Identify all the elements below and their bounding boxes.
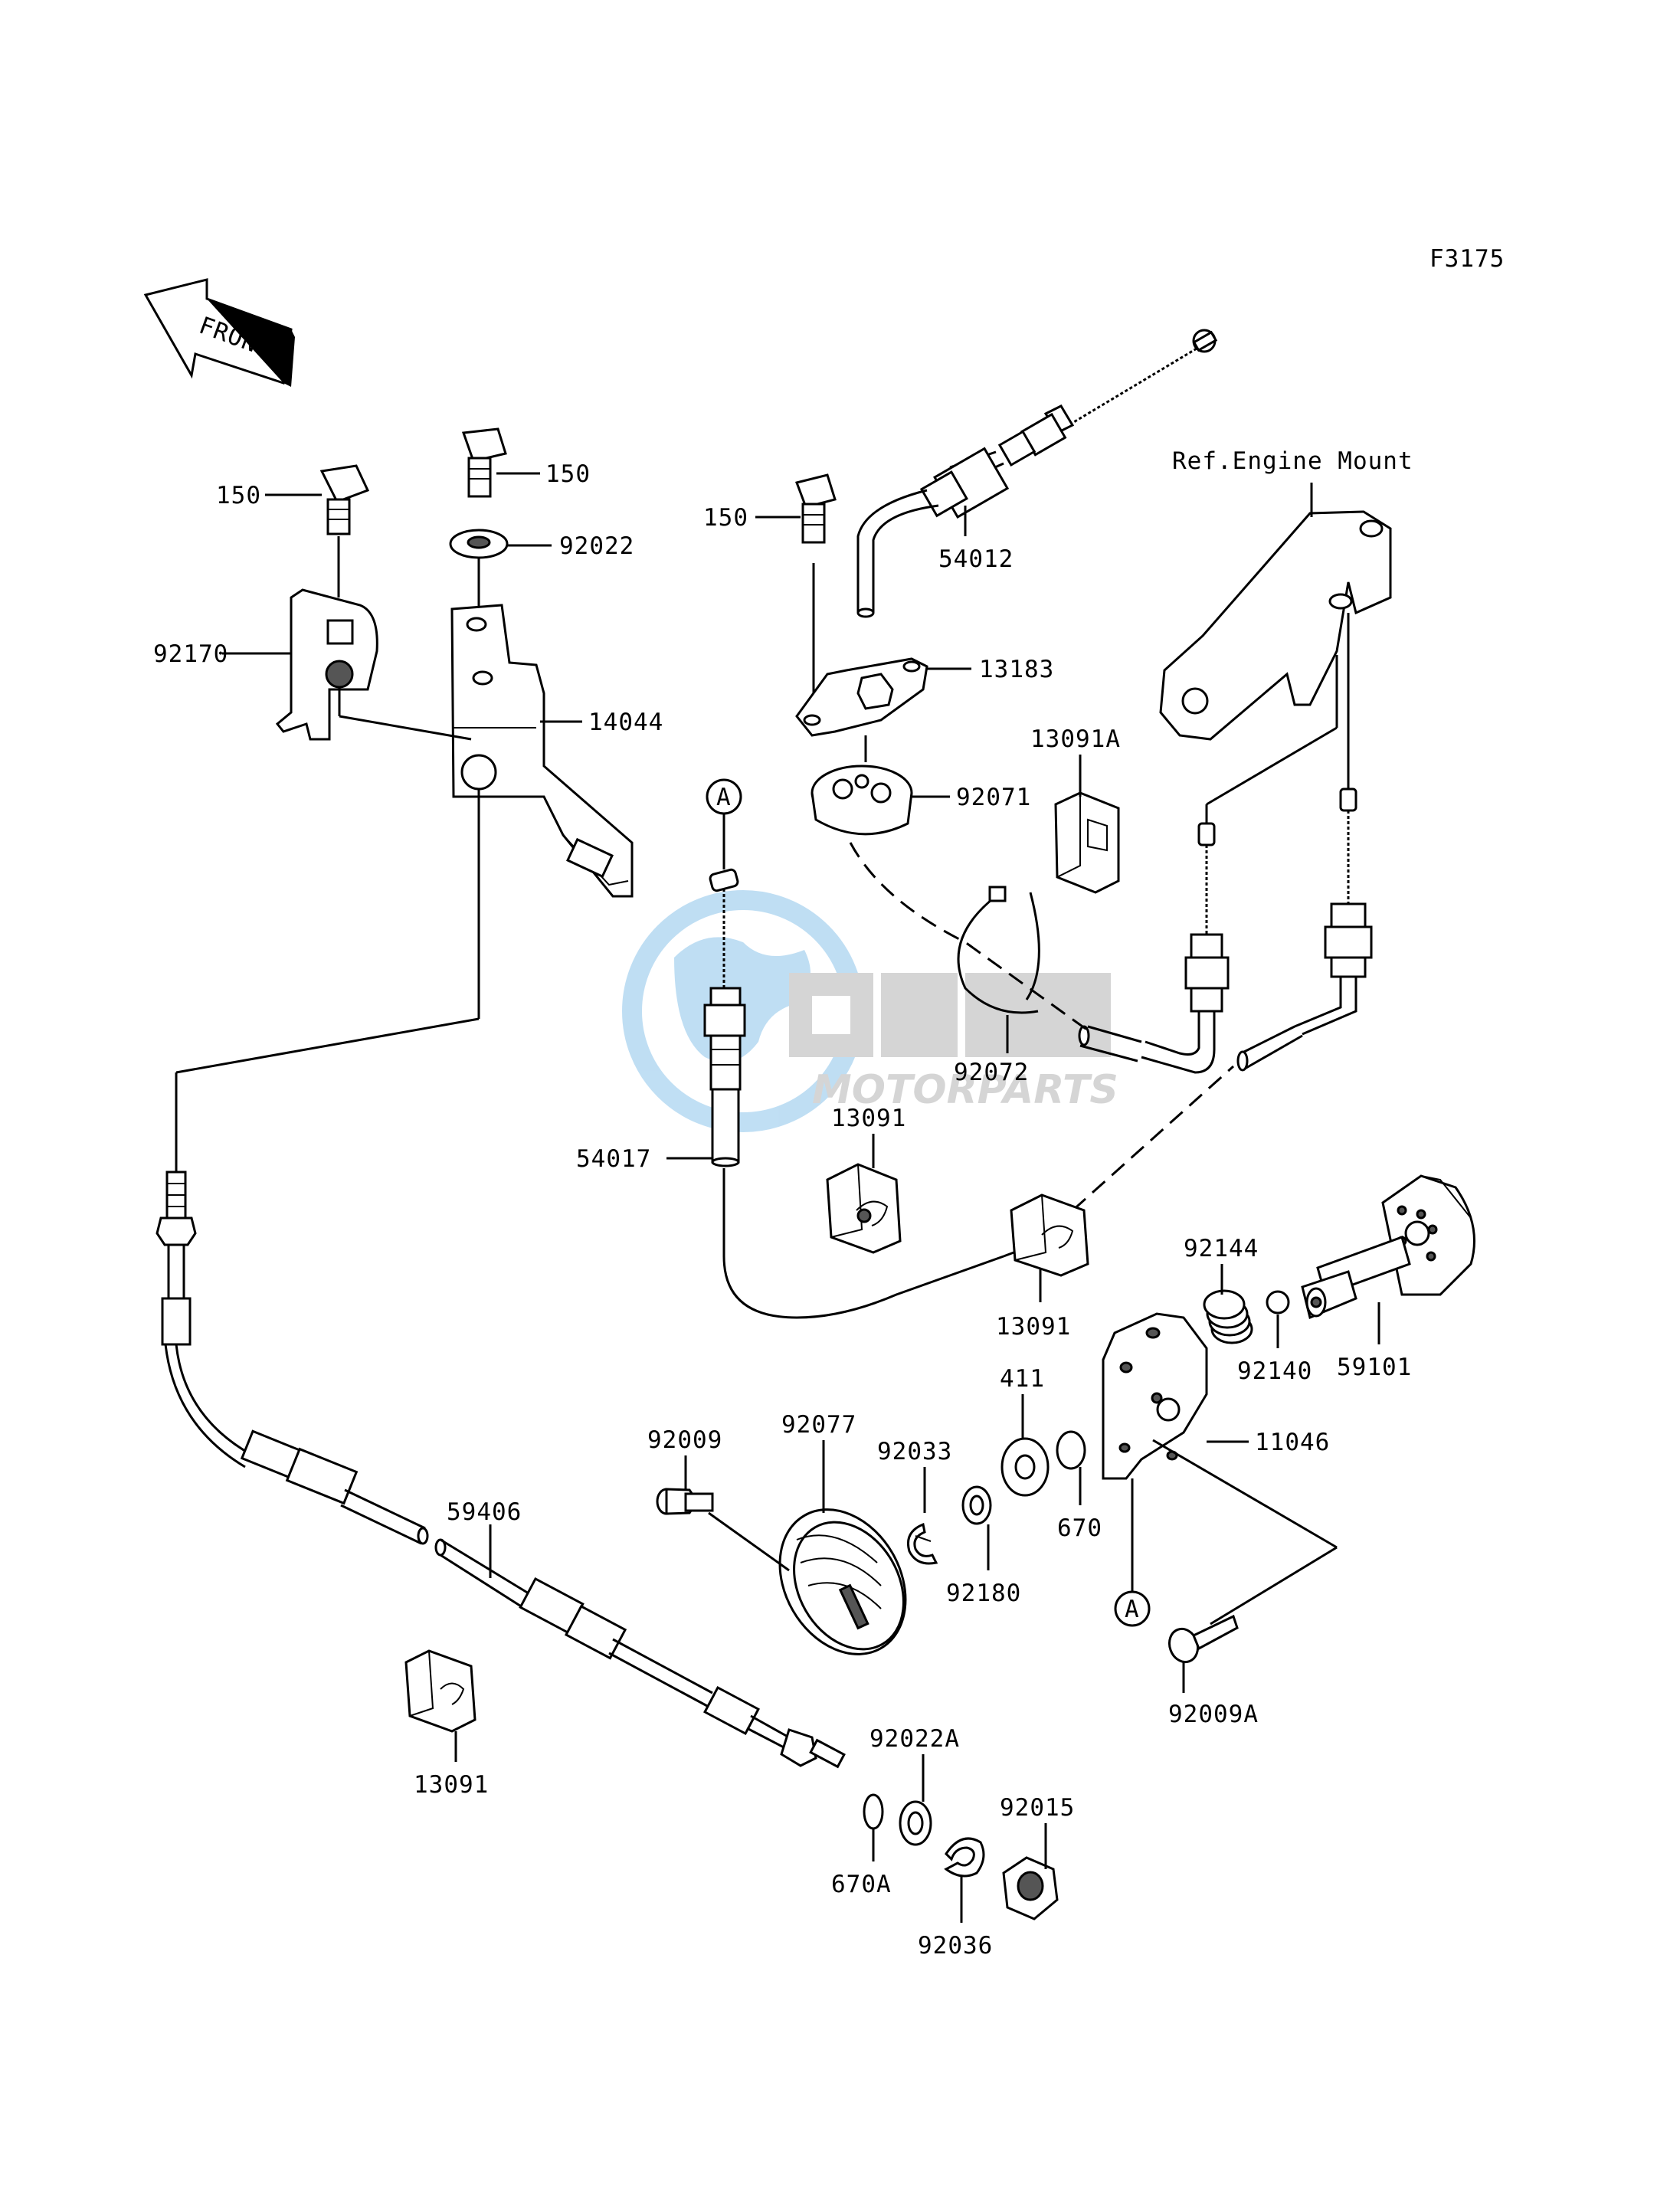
label-670: 670 bbox=[1057, 1514, 1102, 1542]
label-13091-right: 13091 bbox=[996, 1313, 1071, 1341]
bracket-92170 bbox=[275, 588, 378, 741]
washer-92022a bbox=[899, 1800, 932, 1846]
ball-92140 bbox=[1266, 1290, 1290, 1315]
label-13091a: 13091A bbox=[1030, 725, 1121, 753]
shaft-59101 bbox=[1301, 1174, 1475, 1320]
label-92036: 92036 bbox=[918, 1932, 993, 1960]
label-13183: 13183 bbox=[979, 656, 1054, 683]
label-14044: 14044 bbox=[588, 709, 663, 736]
cable-54017 bbox=[703, 868, 746, 1167]
tieband-92072 bbox=[957, 886, 1040, 1014]
label-59101: 59101 bbox=[1337, 1354, 1412, 1381]
label-92072: 92072 bbox=[954, 1059, 1029, 1086]
bolt-150-right bbox=[795, 473, 837, 544]
label-92009: 92009 bbox=[647, 1426, 722, 1454]
watermark-letter-o bbox=[789, 973, 873, 1057]
label-150-mid: 150 bbox=[545, 460, 591, 488]
grommet-92071 bbox=[811, 735, 913, 836]
label-54017: 54017 bbox=[576, 1145, 651, 1173]
callout-a-bottom: A bbox=[1114, 1590, 1151, 1627]
engine-mount-bracket bbox=[1159, 510, 1392, 741]
label-92144: 92144 bbox=[1184, 1235, 1259, 1262]
circlip-92036 bbox=[944, 1837, 985, 1878]
label-92170: 92170 bbox=[153, 640, 228, 668]
grommet-13091-mid bbox=[826, 1163, 902, 1254]
callout-a-top: A bbox=[706, 778, 742, 815]
cable-branch-right bbox=[1236, 787, 1373, 1072]
label-92077: 92077 bbox=[781, 1411, 856, 1439]
label-13091-mid: 13091 bbox=[831, 1105, 906, 1132]
svg-text:A: A bbox=[1125, 1596, 1140, 1623]
watermark-letter-m bbox=[965, 973, 1111, 1057]
spring-92144 bbox=[1203, 1289, 1253, 1344]
front-arrow-icon: FRONT bbox=[143, 278, 295, 387]
svg-text:A: A bbox=[716, 784, 732, 811]
label-92022a: 92022A bbox=[869, 1725, 960, 1753]
diagram-code: F3175 bbox=[1429, 245, 1505, 273]
label-92071: 92071 bbox=[956, 784, 1031, 811]
washer-92180 bbox=[961, 1485, 992, 1525]
label-13091-bottom: 13091 bbox=[414, 1771, 489, 1799]
label-92015: 92015 bbox=[1000, 1794, 1075, 1822]
label-150-left: 150 bbox=[216, 482, 261, 509]
grommet-13091-right bbox=[1010, 1193, 1089, 1277]
label-92022: 92022 bbox=[559, 532, 634, 560]
watermark-sub: MOTORPARTS bbox=[812, 1067, 1118, 1113]
washer-411 bbox=[1000, 1437, 1050, 1497]
nut-92015 bbox=[1002, 1856, 1059, 1920]
label-411: 411 bbox=[1000, 1365, 1045, 1393]
label-670a: 670A bbox=[831, 1871, 892, 1898]
label-92033: 92033 bbox=[877, 1438, 952, 1465]
label-54012: 54012 bbox=[938, 545, 1014, 573]
label-92140: 92140 bbox=[1237, 1357, 1312, 1385]
bolt-150-left bbox=[319, 464, 370, 535]
bolt-150-mid bbox=[461, 427, 507, 498]
cable-59406-body bbox=[240, 1429, 846, 1769]
label-11046: 11046 bbox=[1255, 1429, 1330, 1456]
cable-54012 bbox=[856, 329, 1218, 618]
washer-92022 bbox=[449, 529, 509, 559]
watermark-logo: MOTORPARTS bbox=[622, 890, 1118, 1132]
plate-13183 bbox=[795, 657, 928, 737]
label-92009a: 92009A bbox=[1168, 1701, 1259, 1728]
screw-92009 bbox=[656, 1488, 714, 1515]
grommet-13091-bottom bbox=[404, 1649, 476, 1733]
screw-92009a bbox=[1167, 1614, 1239, 1664]
bracket-14044 bbox=[450, 604, 634, 898]
oring-670 bbox=[1056, 1430, 1086, 1470]
watermark-letter-s bbox=[881, 973, 958, 1057]
watermark-globe-icon bbox=[622, 890, 864, 1132]
knob-92077 bbox=[778, 1508, 907, 1655]
ref-engine-mount-label: Ref.Engine Mount bbox=[1172, 447, 1413, 475]
grommet-13091a bbox=[1054, 791, 1120, 894]
cable-59406-threaded-end bbox=[156, 1171, 197, 1346]
oring-670a bbox=[863, 1793, 884, 1830]
label-92180: 92180 bbox=[946, 1580, 1021, 1607]
label-59406: 59406 bbox=[447, 1498, 522, 1526]
plate-11046 bbox=[1102, 1312, 1208, 1480]
eclip-92033 bbox=[907, 1522, 938, 1565]
cable-branch-left bbox=[1078, 822, 1230, 1074]
label-150-right: 150 bbox=[703, 504, 748, 532]
